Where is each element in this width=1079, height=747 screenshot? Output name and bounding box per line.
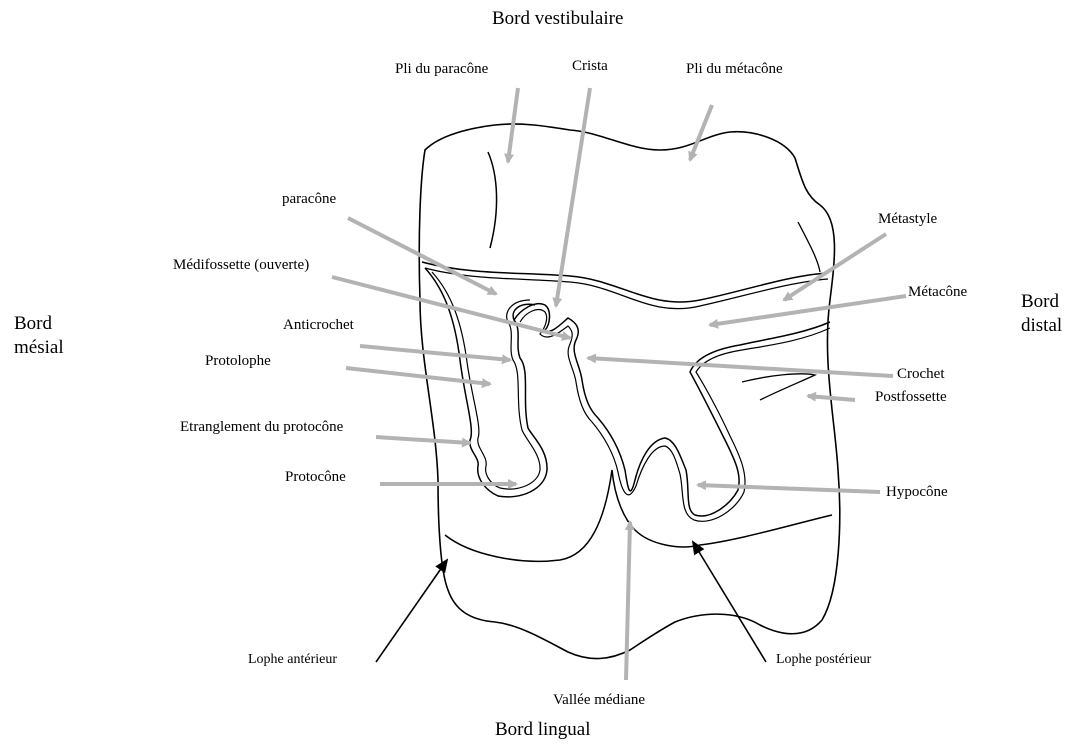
edge-label-left: Bord mésial	[14, 312, 104, 360]
label-medifossette: Médifossette (ouverte)	[173, 256, 309, 274]
arrow-crochet	[588, 358, 893, 376]
arrow-lophe-anterieur	[376, 560, 447, 662]
edge-label-left-line2: mésial	[14, 336, 104, 360]
arrow-vallee	[626, 522, 630, 680]
gray-arrows	[332, 88, 906, 680]
edge-label-right-line1: Bord	[1021, 290, 1079, 314]
label-paracone: paracône	[282, 190, 336, 208]
arrow-pli-paracone	[508, 88, 518, 162]
arrow-lophe-posterieur	[693, 542, 766, 662]
label-etranglement: Etranglement du protocône	[180, 418, 343, 436]
black-arrows	[376, 542, 766, 662]
edge-label-left-line1: Bord	[14, 312, 104, 336]
paracone-fold	[488, 152, 497, 248]
label-vallee-mediane: Vallée médiane	[553, 691, 645, 709]
arrow-postfossette	[808, 396, 855, 400]
label-crochet: Crochet	[897, 365, 944, 383]
label-pli-metacone: Pli du métacône	[686, 60, 783, 78]
edge-label-right: Bord distal	[1021, 290, 1079, 338]
label-crista: Crista	[572, 57, 608, 75]
label-postfossette: Postfossette	[875, 388, 947, 406]
arrow-crista	[556, 88, 590, 306]
label-metastyle: Métastyle	[878, 210, 937, 228]
edge-label-bottom: Bord lingual	[495, 718, 591, 742]
arrow-anticrochet	[360, 346, 510, 360]
arrow-pli-metacone	[690, 105, 712, 160]
arrow-hypocone	[698, 485, 880, 492]
arrow-metacone	[710, 296, 906, 325]
label-anticrochet: Anticrochet	[283, 316, 354, 334]
postfossette-line	[742, 374, 815, 400]
edge-label-top: Bord vestibulaire	[492, 7, 623, 31]
label-lophe-anterieur: Lophe antérieur	[248, 651, 337, 669]
label-protolophe: Protolophe	[205, 352, 271, 370]
label-protocone: Protocône	[285, 468, 346, 486]
label-lophe-posterieur: Lophe postérieur	[776, 651, 871, 669]
metastyle-groove	[798, 222, 820, 272]
edge-label-right-line2: distal	[1021, 314, 1079, 338]
label-metacone: Métacône	[908, 283, 967, 301]
arrow-paracone	[348, 218, 496, 294]
arrow-etranglement	[376, 437, 470, 443]
label-pli-paracone: Pli du paracône	[395, 60, 488, 78]
arrow-medifossette	[332, 277, 570, 338]
label-hypocone: Hypocône	[886, 483, 948, 501]
